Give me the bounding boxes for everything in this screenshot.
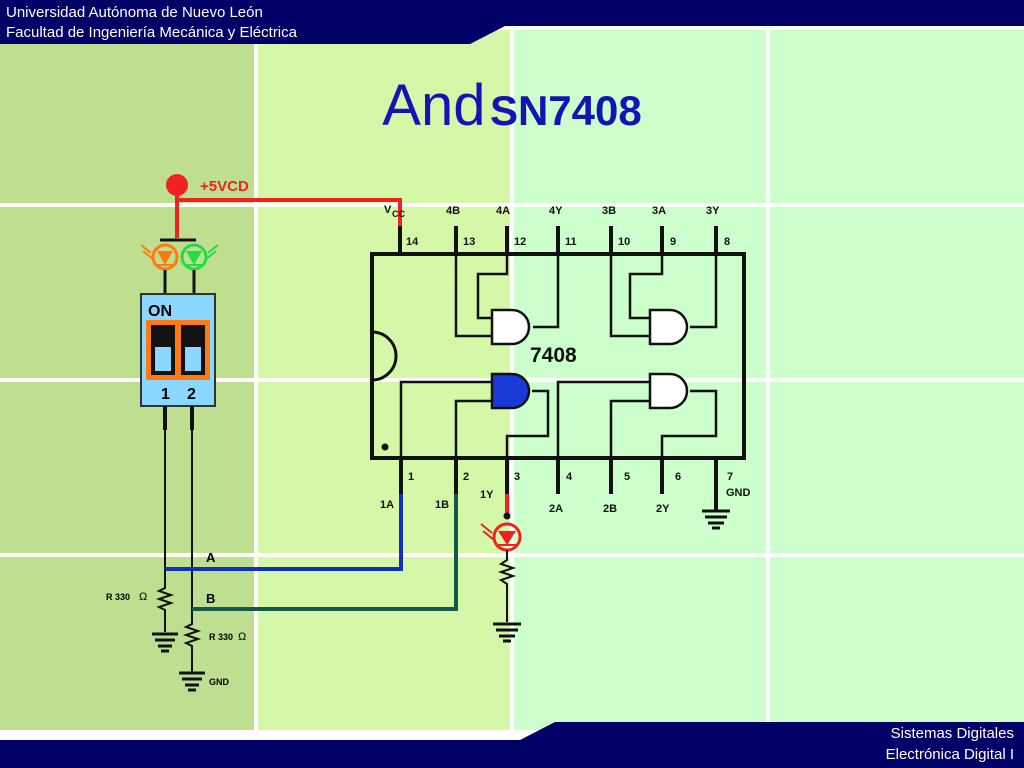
pin-number-5: 5 xyxy=(624,471,630,483)
ground-icon xyxy=(152,632,178,653)
pin-name-3A: 3A xyxy=(652,205,666,217)
pin-name-2Y: 2Y xyxy=(656,503,670,515)
top-pins xyxy=(454,226,718,254)
pin-name-1A: 1A xyxy=(380,499,394,511)
pin-number-10: 10 xyxy=(618,236,630,248)
pin-number-8: 8 xyxy=(724,236,730,248)
pin-number-6: 6 xyxy=(675,471,681,483)
pin-name-2A: 2A xyxy=(549,503,563,515)
bottom-pins xyxy=(399,458,718,510)
wire-b xyxy=(192,494,458,611)
pin1-dot xyxy=(381,443,389,451)
slide-title: And SN7408 xyxy=(0,72,1024,139)
ground-icon xyxy=(179,671,205,692)
footer-subject: Electrónica Digital I xyxy=(885,746,1014,763)
pin-number-11: 11 xyxy=(565,236,577,248)
pin-number-13: 13 xyxy=(463,236,475,248)
wire-a-label: A xyxy=(206,550,216,565)
pin-number-4: 4 xyxy=(566,471,573,483)
pin-name-1Y: 1Y xyxy=(480,489,494,501)
footer-course: Sistemas Digitales xyxy=(890,725,1014,742)
pin-number-3: 3 xyxy=(514,471,520,483)
title-part: SN7408 xyxy=(489,87,642,134)
chip-label: 7408 xyxy=(530,344,577,367)
and-gate-3 xyxy=(648,308,689,346)
top-pin-names: V CC 4B 4A 4Y 3B 3A 3Y xyxy=(384,204,720,219)
resistor-2 xyxy=(182,620,202,672)
and-gate-4 xyxy=(490,308,531,346)
bottom-pin-numbers: 1 2 3 4 5 6 7 xyxy=(408,471,733,483)
and-gate-1-active xyxy=(490,372,531,410)
indicator-led-green xyxy=(180,243,219,271)
output-node xyxy=(503,512,511,520)
header-university: Universidad Autónoma de Nuevo León xyxy=(6,4,263,21)
resistor-1 xyxy=(155,584,175,632)
bottom-pin-names: 1A 1B 1Y 2A 2B 2Y GND xyxy=(380,487,751,515)
header-bar xyxy=(0,0,1024,44)
resistor-2-ohm: Ω xyxy=(238,631,246,643)
chip-notch xyxy=(371,330,398,382)
supply-terminal xyxy=(166,174,188,196)
ground-icon xyxy=(493,622,521,643)
switch-number-1: 1 xyxy=(161,386,170,403)
resistor-1-label: R 330 xyxy=(106,592,130,602)
ground-icon xyxy=(702,509,730,530)
pin-number-2: 2 xyxy=(463,471,469,483)
pin-name-3Y: 3Y xyxy=(706,205,720,217)
pin-number-7: 7 xyxy=(727,471,733,483)
title-main: And xyxy=(382,73,486,138)
resistor-1-ohm: Ω xyxy=(139,591,147,603)
pin-name-4Y: 4Y xyxy=(549,205,563,217)
pin-number-12: 12 xyxy=(514,236,526,248)
output-resistor xyxy=(497,550,517,622)
switch-on-label: ON xyxy=(148,303,172,320)
pin-name-3B: 3B xyxy=(602,205,616,217)
and-gate-2 xyxy=(648,372,689,410)
pin-number-14: 14 xyxy=(406,236,419,248)
pin-name-GND: GND xyxy=(726,487,751,499)
pin-number-1: 1 xyxy=(408,471,414,483)
pin-name-4B: 4B xyxy=(446,205,460,217)
indicator-led-orange xyxy=(140,243,179,271)
internal-wiring xyxy=(399,254,718,458)
resistor-2-label: R 330 xyxy=(209,632,233,642)
supply-label: +5VCD xyxy=(200,178,249,195)
vcc-subscript: CC xyxy=(392,209,405,219)
wire-a xyxy=(165,494,403,571)
wire-b-label: B xyxy=(206,591,215,606)
pin-name-4A: 4A xyxy=(496,205,510,217)
top-pin-numbers: 14 13 12 11 10 9 8 xyxy=(406,236,730,248)
dip-switch[interactable] xyxy=(140,293,216,407)
pin-name-2B: 2B xyxy=(603,503,617,515)
switch-number-2: 2 xyxy=(187,386,196,403)
footer-bar xyxy=(0,722,1024,768)
pin-name-1B: 1B xyxy=(435,499,449,511)
vcc-label: V xyxy=(384,204,392,216)
led-leads xyxy=(163,270,196,294)
pin-number-9: 9 xyxy=(670,236,676,248)
switch-legs xyxy=(163,406,194,620)
ground-label-left: GND xyxy=(209,677,230,687)
header-faculty: Facultad de Ingeniería Mecánica y Eléctr… xyxy=(6,24,297,41)
